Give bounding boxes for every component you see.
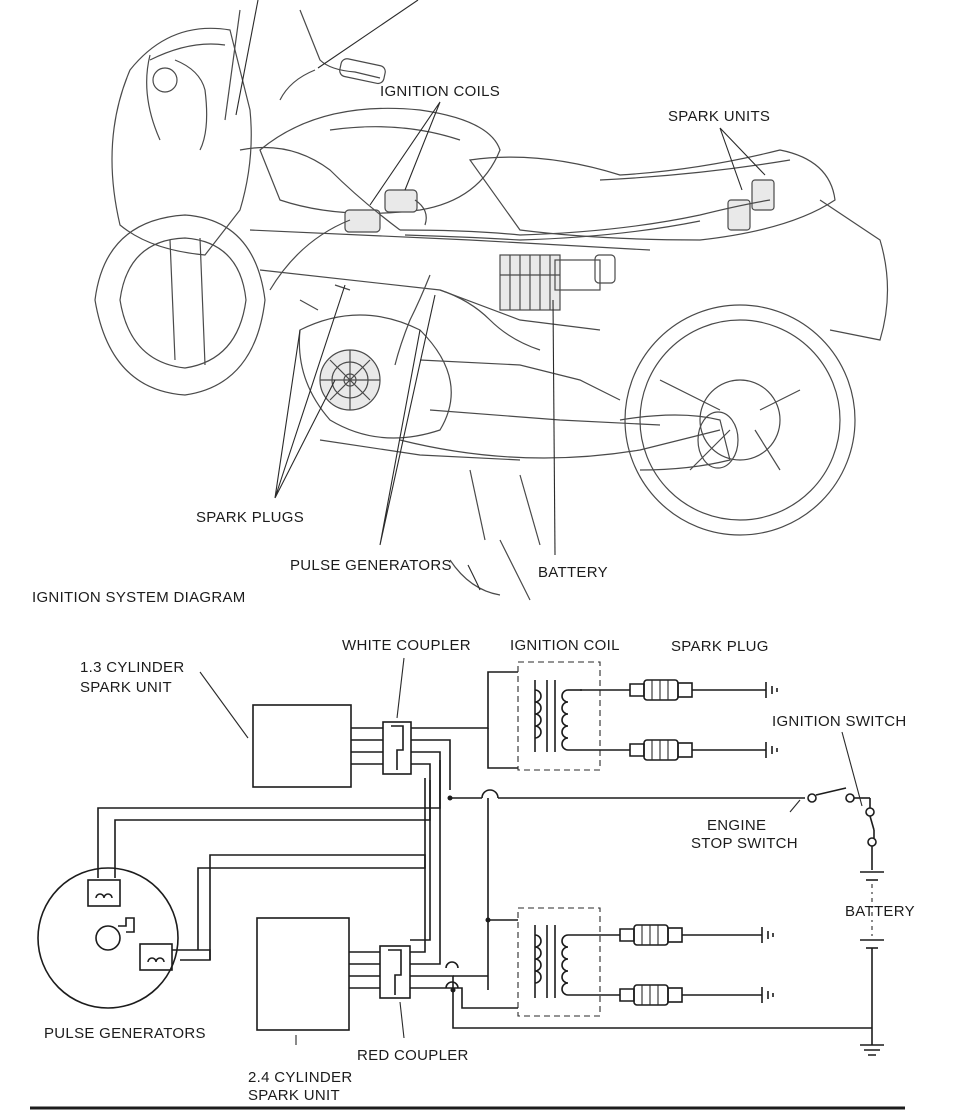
- label-ignition-coil: IGNITION COIL: [510, 637, 620, 654]
- white-coupler: [382, 721, 412, 775]
- lower-ignition-coil: [517, 907, 620, 1017]
- label-pulse-generators-schematic: PULSE GENERATORS: [44, 1025, 206, 1042]
- label-engine-stop-line1: ENGINE: [707, 817, 766, 834]
- label-red-coupler: RED COUPLER: [357, 1047, 469, 1064]
- label-battery-upper: BATTERY: [538, 564, 608, 581]
- label-battery-schematic: BATTERY: [845, 903, 915, 920]
- pulse-generator-disk: [37, 867, 211, 1009]
- lower-spark-plug-2: [619, 984, 774, 1006]
- section-title: IGNITION SYSTEM DIAGRAM: [32, 589, 246, 606]
- label-spark-units: SPARK UNITS: [668, 108, 770, 125]
- red-coupler: [379, 945, 411, 999]
- ignition-schematic: 1.3 CYLINDER SPARK UNIT WHITE COUPLER IG…: [37, 637, 915, 1104]
- illustration-callouts: [235, 0, 766, 591]
- spark-unit-24-box: [256, 917, 350, 1031]
- rear-wheel: [624, 304, 856, 536]
- label-ignition-switch: IGNITION SWITCH: [772, 713, 907, 730]
- label-spark-unit-13-line1: 1.3 CYLINDER: [80, 659, 184, 676]
- label-ignition-coils: IGNITION COILS: [380, 83, 500, 100]
- lower-spark-plug-1: [619, 924, 774, 946]
- label-spark-unit-13-line2: SPARK UNIT: [80, 679, 172, 696]
- front-wheel: [94, 214, 266, 396]
- engine-and-frame: [249, 229, 739, 601]
- label-white-coupler: WHITE COUPLER: [342, 637, 471, 654]
- front-fairing: [111, 27, 252, 256]
- label-pulse-generators: PULSE GENERATORS: [290, 557, 452, 574]
- label-spark-unit-24-line1: 2.4 CYLINDER: [248, 1069, 352, 1086]
- label-spark-plugs: SPARK PLUGS: [196, 509, 304, 526]
- handlebars: [224, 9, 386, 121]
- upper-ignition-coil: [517, 661, 630, 771]
- label-spark-unit-24-line2: SPARK UNIT: [248, 1087, 340, 1104]
- ignition-coils-illustration: [269, 189, 427, 291]
- upper-spark-plug-2: [629, 739, 778, 761]
- wiring-harness: [239, 146, 771, 366]
- battery-illustration: [499, 254, 616, 311]
- spark-units-illustration: [727, 179, 775, 231]
- label-engine-stop-line2: STOP SWITCH: [691, 835, 798, 852]
- upper-spark-plug-1: [629, 679, 778, 701]
- fuel-tank: [259, 107, 501, 214]
- spark-unit-13-box: [252, 704, 352, 788]
- motorcycle-illustration: IGNITION COILS SPARK UNITS SPARK PLUGS P…: [94, 0, 889, 601]
- label-spark-plug: SPARK PLUG: [671, 638, 769, 655]
- alternator-stator: [319, 349, 381, 411]
- seat-and-tail: [468, 149, 889, 341]
